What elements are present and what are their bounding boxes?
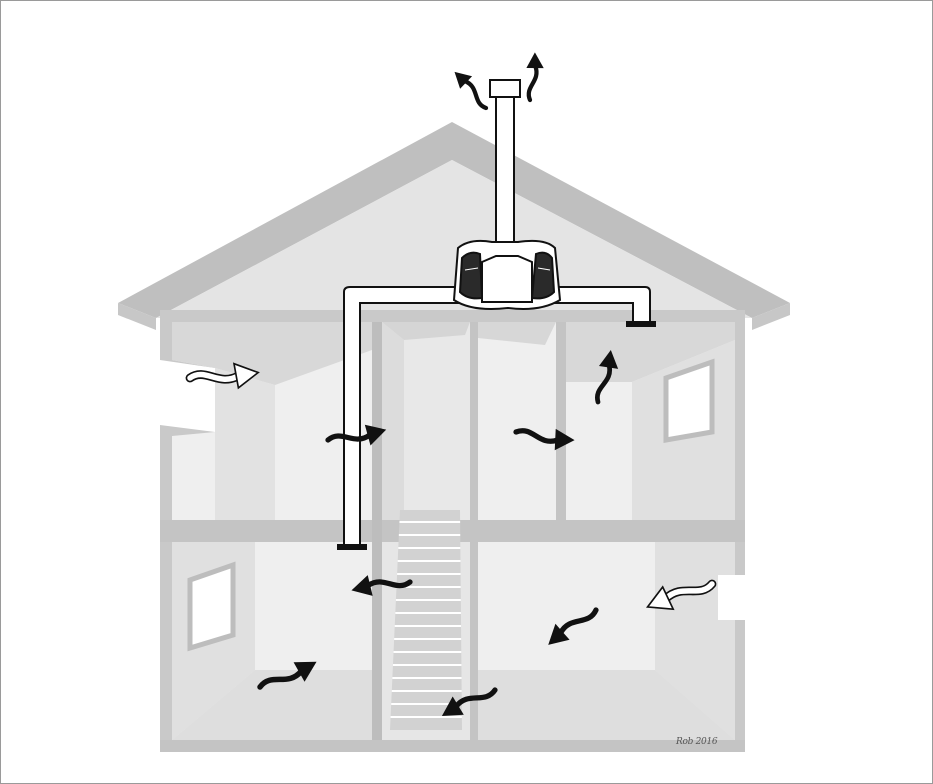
staircase bbox=[390, 510, 462, 730]
artist-signature: Rob 2016 bbox=[676, 737, 717, 747]
exhaust-out-right-arrow bbox=[520, 51, 547, 101]
exhaust-out-left-arrow bbox=[450, 65, 491, 114]
ventilation-unit bbox=[454, 241, 560, 309]
